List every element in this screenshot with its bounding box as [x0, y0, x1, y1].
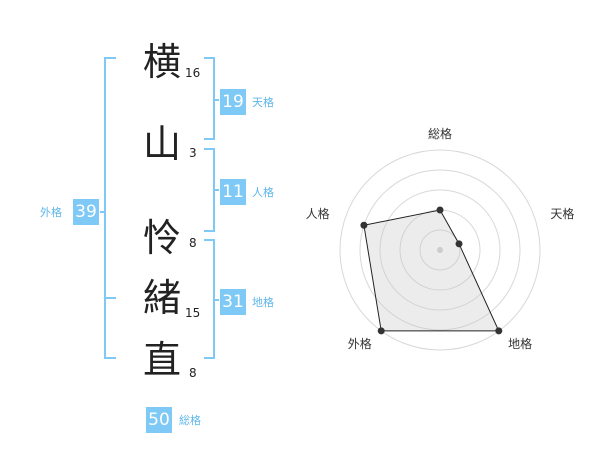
- radar-axis-label-3: 地格: [508, 336, 532, 351]
- radar-axis-label-5: 人格: [306, 206, 330, 221]
- stroke-count-3: 8: [189, 236, 197, 250]
- radar-point-4: [377, 327, 385, 335]
- name-char-1: 横: [142, 40, 181, 84]
- name-char-3: 怜: [142, 216, 181, 260]
- stroke-count-2: 3: [189, 146, 197, 160]
- stroke-count-1: 16: [185, 66, 201, 80]
- radar-data-area: [363, 209, 500, 332]
- jinkaku-label: 人格: [252, 186, 274, 199]
- radar-point-3: [495, 327, 503, 335]
- tenkaku-bracket: [204, 57, 215, 140]
- name-char-2: 山: [142, 122, 181, 166]
- radar-axis-label-4: 外格: [348, 336, 372, 351]
- radar-center-dot: [437, 247, 443, 253]
- name-char-4: 緒: [142, 276, 181, 320]
- jinkaku-value: 11: [220, 179, 246, 205]
- gaikaku-bracket: [104, 57, 116, 359]
- soukaku-label: 総格: [179, 414, 201, 427]
- stroke-count-4: 15: [185, 306, 201, 320]
- radar-ring-4: [359, 169, 521, 331]
- tenkaku-label: 天格: [252, 96, 274, 109]
- soukaku-value: 50: [146, 407, 172, 433]
- radar-axis-label-1: 総格: [428, 126, 452, 141]
- radar-ring-3: [379, 189, 501, 311]
- gaikaku-value: 39: [73, 199, 99, 225]
- radar-point-1: [436, 206, 444, 214]
- radar-axis-label-2: 天格: [550, 206, 574, 221]
- radar-point-5: [360, 221, 368, 229]
- gaikaku-label: 外格: [40, 206, 62, 219]
- name-char-5: 直: [142, 338, 181, 382]
- tenkaku-value: 19: [220, 89, 246, 115]
- chikaku-label: 地格: [252, 296, 274, 309]
- stroke-count-5: 8: [189, 366, 197, 380]
- radar-ring-1: [419, 229, 461, 271]
- chikaku-value: 31: [220, 289, 246, 315]
- radar-point-2: [455, 240, 463, 248]
